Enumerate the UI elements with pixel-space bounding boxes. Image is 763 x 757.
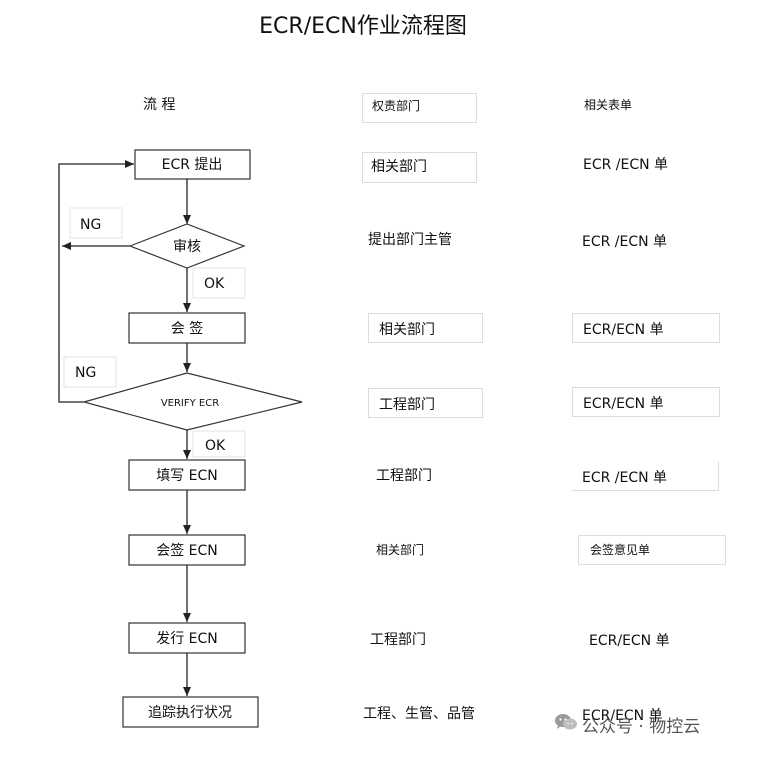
ok-label-box-2 (192, 430, 246, 458)
form-6: 会签意见单 (578, 535, 726, 565)
ng-label-box-2 (63, 356, 117, 388)
node-track-status (122, 696, 259, 728)
dept-4: 工程部门 (368, 388, 483, 418)
header-dept: 权责部门 (362, 93, 477, 123)
node-countersign (128, 312, 246, 344)
form-7: ECR/ECN 单 (589, 633, 670, 649)
dept-6: 相关部门 (376, 543, 425, 557)
node-verify-ecr (81, 372, 303, 431)
dept-2: 提出部门主管 (368, 232, 452, 248)
node-review (128, 223, 246, 269)
page-title: ECR/ECN作业流程图 (259, 14, 467, 39)
ng-label-box-1 (69, 207, 123, 239)
wechat-icon (554, 713, 578, 731)
node-issue-ecn (128, 622, 246, 654)
header-form: 相关表单 (584, 98, 633, 112)
node-fill-ecn (128, 459, 246, 491)
ok-label-2: OK (205, 438, 226, 454)
watermark-text: 公众号 · 物控云 (582, 717, 701, 737)
dept-8: 工程、生管、品管 (363, 706, 475, 722)
ng-loop-verify (58, 160, 134, 403)
dept-5: 工程部门 (376, 468, 432, 484)
node-issue-ecn-text: 发行 ECN (156, 631, 218, 647)
ok-label-box-1 (192, 267, 246, 299)
node-review-text: 审核 (173, 239, 201, 255)
dept-7: 工程部门 (370, 632, 426, 648)
form-1: ECR /ECN 单 (583, 157, 669, 173)
node-ecr-submit (134, 149, 251, 180)
node-fill-ecn-text: 填写 ECN (156, 468, 218, 484)
form-2: ECR /ECN 单 (582, 234, 668, 250)
dept-3: 相关部门 (368, 313, 483, 343)
ng-label-1: NG (80, 217, 101, 233)
node-countersign-ecn (128, 534, 246, 566)
form-8: ECR/ECN 单 (582, 708, 663, 724)
ng-label-2: NG (75, 365, 96, 381)
ok-label-1: OK (204, 276, 225, 292)
node-verify-ecr-text: VERIFY ECR (161, 398, 219, 409)
form-3: ECR/ECN 单 (572, 313, 720, 343)
form-4: ECR/ECN 单 (572, 387, 720, 417)
node-countersign-ecn-text: 会签 ECN (156, 542, 218, 559)
form-5: ECR /ECN 单 (572, 461, 719, 491)
dept-1: 相关部门 (362, 152, 477, 183)
node-ecr-submit-text: ECR 提出 (162, 157, 223, 173)
node-countersign-text: 会 签 (171, 320, 203, 337)
header-flow: 流 程 (143, 97, 176, 113)
node-track-status-text: 追踪执行状况 (148, 705, 232, 721)
